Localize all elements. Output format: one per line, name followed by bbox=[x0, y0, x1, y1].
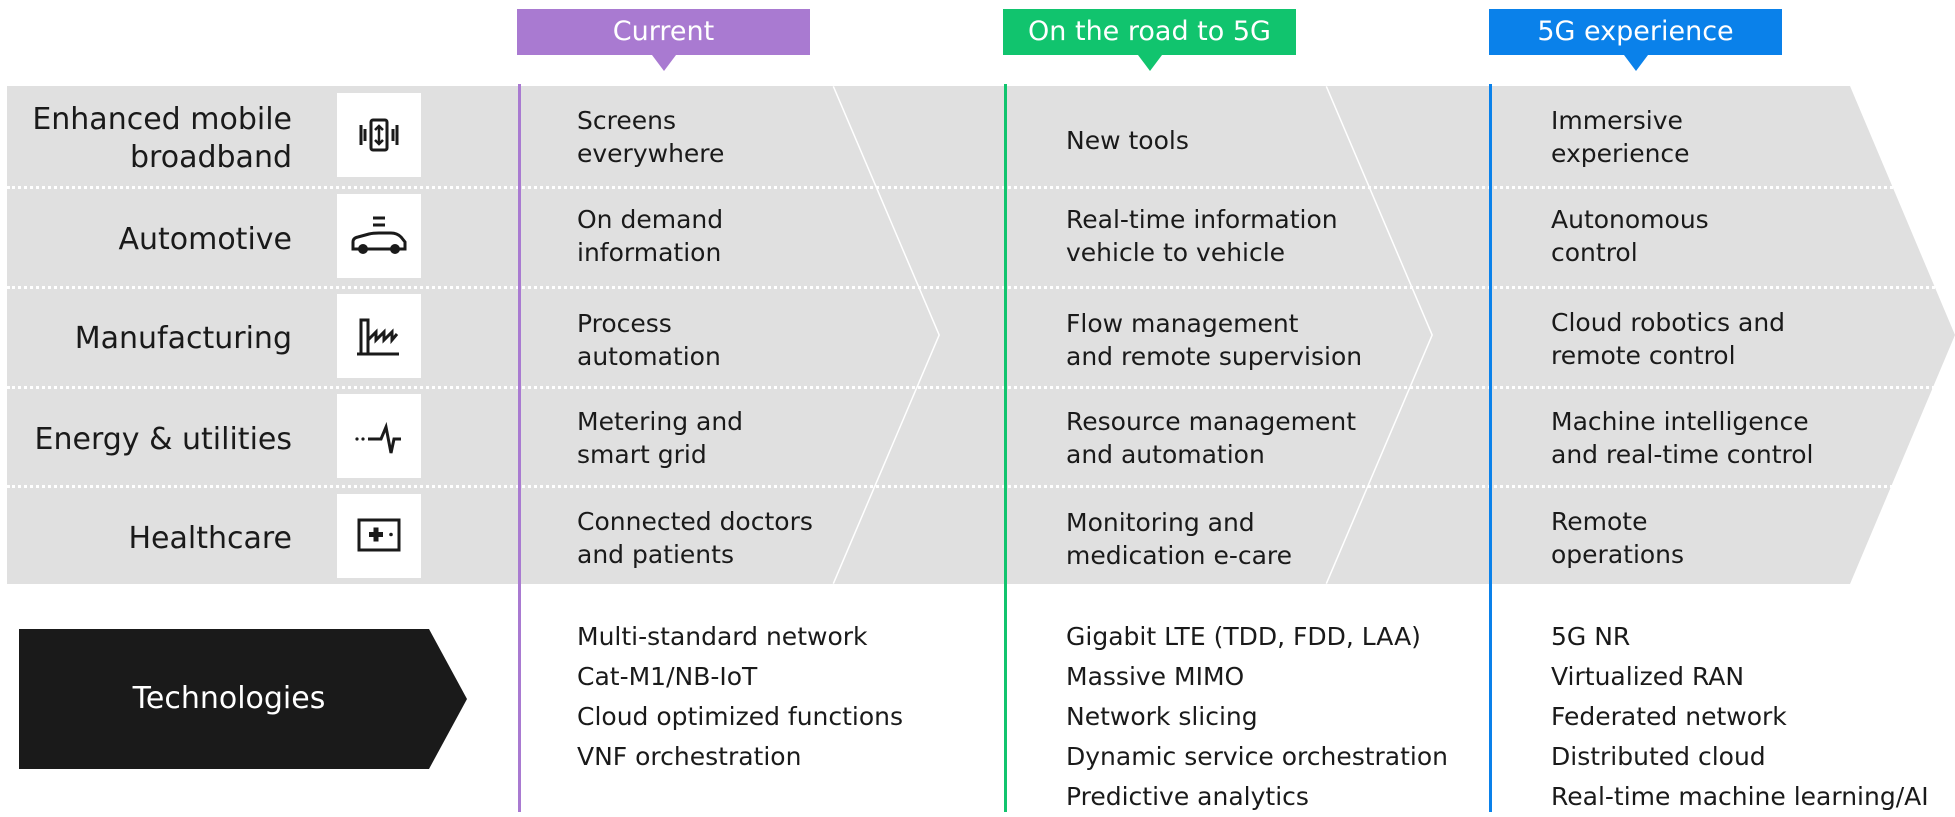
technologies-list-5g: 5G NR Virtualized RAN Federated network … bbox=[1551, 617, 1929, 817]
chevron-segment-current bbox=[7, 86, 940, 584]
cell-road-manufacturing: Flow management and remote supervision bbox=[1066, 309, 1363, 371]
column-line-road bbox=[1004, 84, 1007, 812]
cell-road-healthcare: Monitoring and medication e-care bbox=[1066, 508, 1293, 570]
technology-item: Real-time machine learning/AI bbox=[1551, 782, 1929, 811]
row-label-manufacturing: Manufacturing bbox=[74, 321, 292, 356]
column-header-5g: 5G experience bbox=[1489, 9, 1782, 71]
column-line-current bbox=[518, 84, 521, 812]
technology-item: Network slicing bbox=[1066, 702, 1258, 731]
technology-item: VNF orchestration bbox=[577, 742, 802, 771]
cell-road-enhanced-mobile-broadband: New tools bbox=[1066, 126, 1189, 155]
cell-current-automotive: On demand information bbox=[577, 205, 724, 267]
column-header-label: On the road to 5G bbox=[1028, 16, 1271, 47]
technologies-label-box: Technologies bbox=[19, 629, 467, 769]
row-label-automotive: Automotive bbox=[118, 222, 292, 257]
medical-kit-icon bbox=[337, 494, 421, 578]
technologies-list-road: Gigabit LTE (TDD, FDD, LAA) Massive MIMO… bbox=[1066, 617, 1448, 817]
technology-item: Federated network bbox=[1551, 702, 1787, 731]
cell-road-automotive: Real-time information vehicle to vehicle bbox=[1066, 205, 1338, 267]
technology-item: Virtualized RAN bbox=[1551, 662, 1745, 691]
cell-5g-manufacturing: Cloud robotics and remote control bbox=[1551, 308, 1786, 370]
technology-item: Cloud optimized functions bbox=[577, 702, 904, 731]
technologies-label: Technologies bbox=[132, 681, 326, 716]
header-pointer bbox=[651, 55, 676, 71]
car-icon bbox=[337, 194, 421, 278]
cell-5g-energy-utilities: Machine intelligence and real-time contr… bbox=[1551, 407, 1814, 469]
column-header-current: Current bbox=[517, 9, 810, 71]
row-label-energy-utilities: Energy & utilities bbox=[34, 422, 292, 457]
row-separator bbox=[7, 286, 1955, 289]
technology-item: Distributed cloud bbox=[1551, 742, 1766, 771]
chevron-segment-5g bbox=[1327, 86, 1955, 584]
technology-item: Gigabit LTE (TDD, FDD, LAA) bbox=[1066, 622, 1421, 651]
row-separator bbox=[7, 386, 1955, 389]
technology-item: 5G NR bbox=[1551, 622, 1631, 651]
row-label-healthcare: Healthcare bbox=[128, 521, 292, 556]
cell-5g-healthcare: Remote operations bbox=[1551, 507, 1685, 569]
cell-5g-enhanced-mobile-broadband: Immersive experience bbox=[1551, 106, 1690, 168]
technologies-list-current: Multi-standard network Cat-M1/NB-IoT Clo… bbox=[577, 617, 903, 777]
pulse-icon bbox=[337, 394, 421, 478]
cell-current-enhanced-mobile-broadband: Screens everywhere bbox=[577, 106, 725, 168]
technology-item: Multi-standard network bbox=[577, 622, 868, 651]
cell-5g-automotive: Autonomous control bbox=[1551, 205, 1709, 267]
column-header-label: Current bbox=[612, 16, 715, 47]
factory-icon bbox=[337, 294, 421, 378]
row-separator bbox=[7, 485, 1955, 488]
cell-road-energy-utilities: Resource management and automation bbox=[1066, 407, 1357, 469]
cell-current-healthcare: Connected doctors and patients bbox=[577, 507, 813, 569]
row-label-enhanced-mobile-broadband: Enhanced mobile broadband bbox=[32, 102, 292, 175]
technology-item: Dynamic service orchestration bbox=[1066, 742, 1449, 771]
column-header-label: 5G experience bbox=[1537, 16, 1734, 47]
technologies-arrow-shape bbox=[19, 629, 467, 769]
chevron-segment-road bbox=[834, 86, 1433, 584]
row-separator bbox=[7, 186, 1955, 189]
cell-current-energy-utilities: Metering and smart grid bbox=[577, 407, 744, 469]
column-header-road: On the road to 5G bbox=[1003, 9, 1296, 71]
cell-current-manufacturing: Process automation bbox=[577, 309, 721, 371]
column-line-5g bbox=[1489, 84, 1492, 812]
header-pointer bbox=[1623, 55, 1648, 71]
technology-item: Massive MIMO bbox=[1066, 662, 1245, 691]
technology-item: Cat-M1/NB-IoT bbox=[577, 662, 758, 691]
smartphone-signal-icon bbox=[337, 93, 421, 177]
technology-item: Predictive analytics bbox=[1066, 782, 1309, 811]
header-pointer bbox=[1137, 55, 1162, 71]
